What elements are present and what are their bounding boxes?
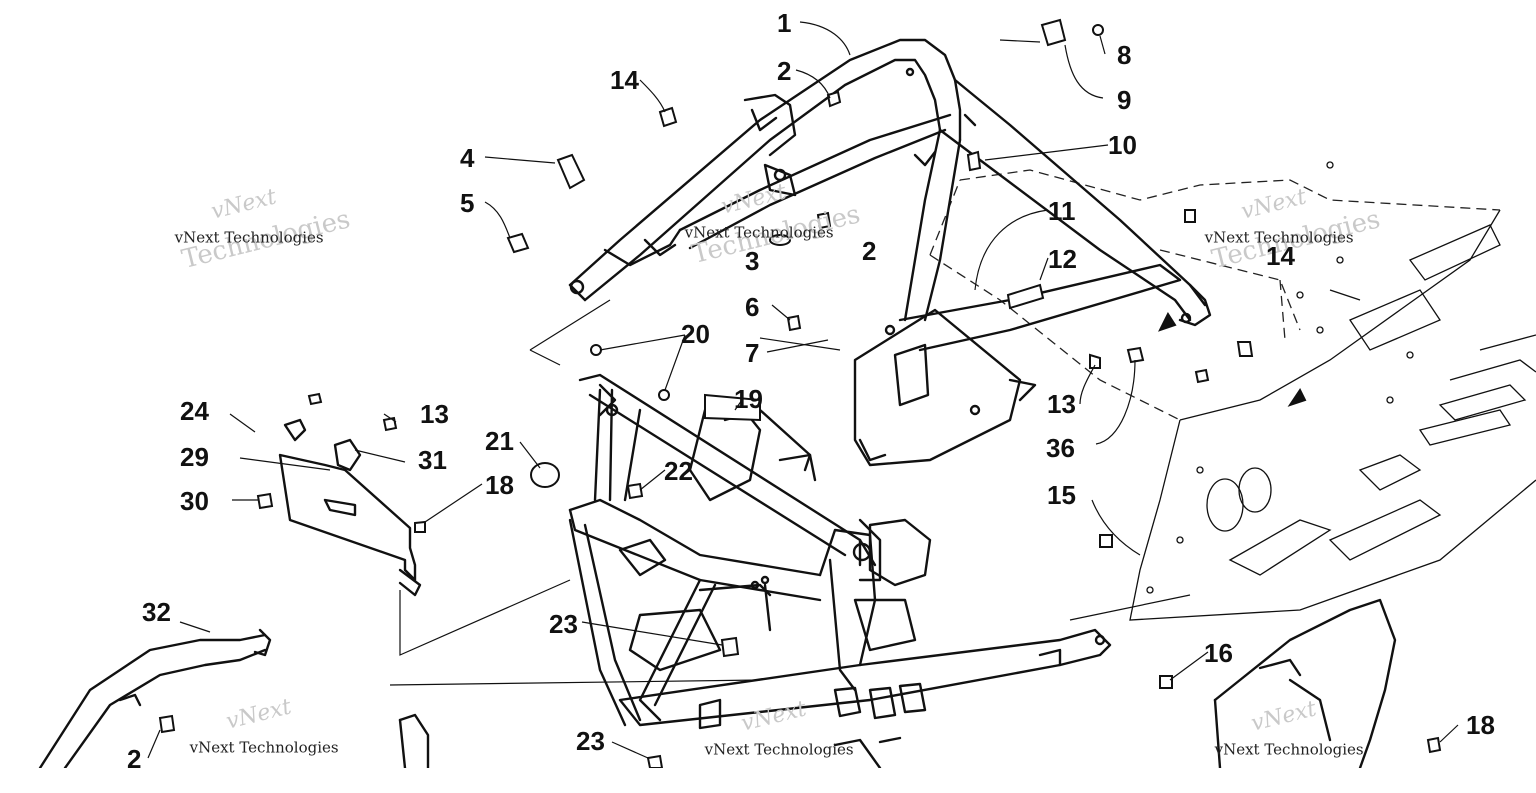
callout-31: 31 [418, 445, 447, 475]
callout-20: 20 [681, 319, 710, 349]
callout-18: 18 [485, 470, 514, 500]
callout-24: 24 [180, 396, 209, 426]
callout-21: 21 [485, 426, 514, 456]
callout-18: 18 [1466, 710, 1495, 740]
callout-2: 2 [777, 56, 792, 86]
callout-1: 1 [777, 8, 792, 38]
ski-spindle-partial [1213, 598, 1397, 768]
callout-2: 2 [127, 744, 142, 774]
parts-diagram [38, 18, 1536, 768]
front-frame [568, 373, 1112, 730]
steering-post-assembly [568, 38, 1212, 467]
callout-15: 15 [1047, 480, 1076, 510]
callout-6: 6 [745, 292, 760, 322]
callout-23: 23 [576, 726, 605, 756]
callout-14: 14 [610, 65, 639, 95]
callout-8: 8 [1117, 40, 1132, 70]
callout-36: 36 [1046, 433, 1075, 463]
chassis-tunnel [929, 161, 1536, 621]
callout-14: 14 [1266, 241, 1295, 271]
callout-13: 13 [420, 399, 449, 429]
callout-13: 13 [1047, 389, 1076, 419]
callout-16: 16 [1204, 638, 1233, 668]
callout-30: 30 [180, 486, 209, 516]
callout-4: 4 [460, 143, 475, 173]
leader-lines [147, 21, 1459, 759]
callout-3: 3 [745, 246, 760, 276]
callout-29: 29 [180, 442, 209, 472]
callout-11: 11 [1048, 196, 1076, 226]
callout-7: 7 [745, 338, 760, 368]
callout-5: 5 [460, 188, 475, 218]
hardware-items [158, 18, 1442, 768]
callout-9: 9 [1117, 85, 1132, 115]
lower-parts [398, 713, 902, 768]
callout-19: 19 [734, 384, 763, 414]
callout-2: 2 [862, 236, 877, 266]
callout-32: 32 [142, 597, 171, 627]
callout-10: 10 [1108, 130, 1137, 160]
callout-12: 12 [1048, 244, 1077, 274]
front-bumper [38, 628, 272, 768]
callout-23: 23 [549, 609, 578, 639]
callout-22: 22 [664, 456, 693, 486]
side-shield [278, 418, 422, 597]
